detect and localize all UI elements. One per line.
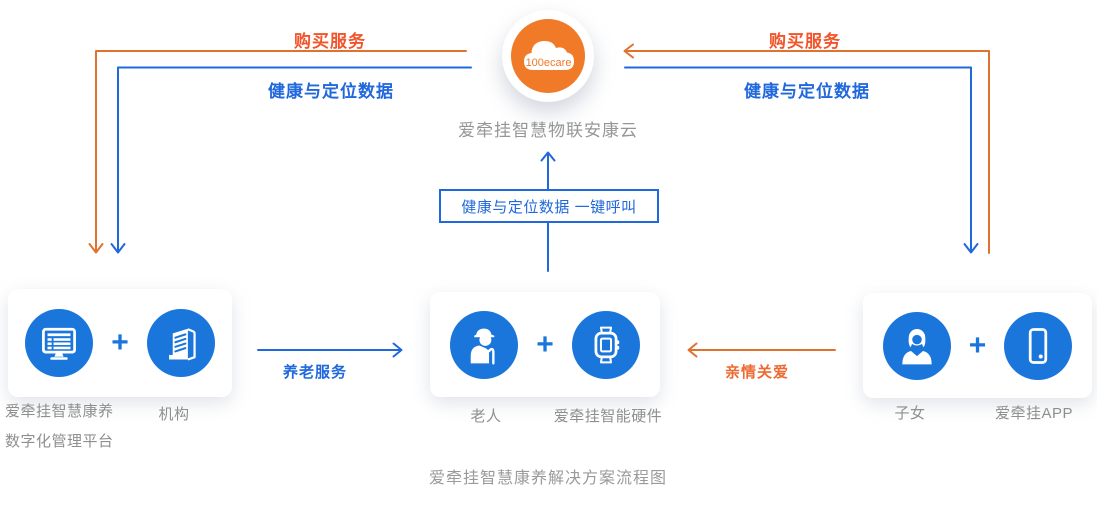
card-elder: +	[430, 292, 660, 397]
watch-icon	[571, 310, 640, 379]
platform-label: 爱牵挂智慧康养 数字化管理平台	[5, 403, 114, 450]
label-purchase-left: 购买服务	[294, 32, 366, 51]
elder-label: 老人	[470, 408, 502, 425]
hardware-label: 爱牵挂智能硬件	[553, 408, 663, 425]
center-data-box: 健康与定位数据 一键呼叫	[439, 189, 659, 223]
label-family-care: 亲情关爱	[724, 364, 789, 381]
cloud-badge-text: 100ecare	[526, 57, 572, 69]
elder-icon	[450, 310, 519, 379]
smartphone-icon	[1004, 311, 1073, 380]
flow-purchase-left-arrow	[88, 50, 467, 254]
cloud-glyph: 100ecare	[524, 40, 574, 70]
flow-care-service-arrow	[257, 342, 403, 358]
cloud-icon: 100ecare	[511, 19, 585, 93]
monitor-icon	[25, 309, 94, 377]
diagram-caption: 爱牵挂智慧康养解决方案流程图	[428, 470, 667, 487]
flow-purchase-right-arrow	[623, 43, 990, 254]
cloud-node: 100ecare	[502, 10, 594, 102]
label-data-right: 健康与定位数据	[744, 82, 870, 101]
org-label: 机构	[158, 406, 190, 423]
plus-sign: +	[536, 327, 554, 361]
label-purchase-right: 购买服务	[769, 32, 841, 51]
flow-data-left-arrow	[110, 66, 472, 254]
card-family: +	[863, 293, 1092, 398]
app-label: 爱牵挂APP	[994, 405, 1073, 422]
flow-family-care-arrow	[687, 342, 836, 358]
plus-sign: +	[968, 328, 987, 362]
label-data-left: 健康与定位数据	[268, 82, 394, 101]
card-platform: +	[8, 289, 232, 397]
flow-data-right-arrow	[624, 66, 979, 254]
plus-sign: +	[111, 326, 129, 359]
woman-icon	[882, 311, 951, 380]
label-care-service: 养老服务	[282, 364, 347, 381]
building-icon	[146, 309, 215, 377]
children-label: 子女	[894, 405, 926, 422]
cloud-label: 爱牵挂智慧物联安康云	[458, 121, 638, 140]
